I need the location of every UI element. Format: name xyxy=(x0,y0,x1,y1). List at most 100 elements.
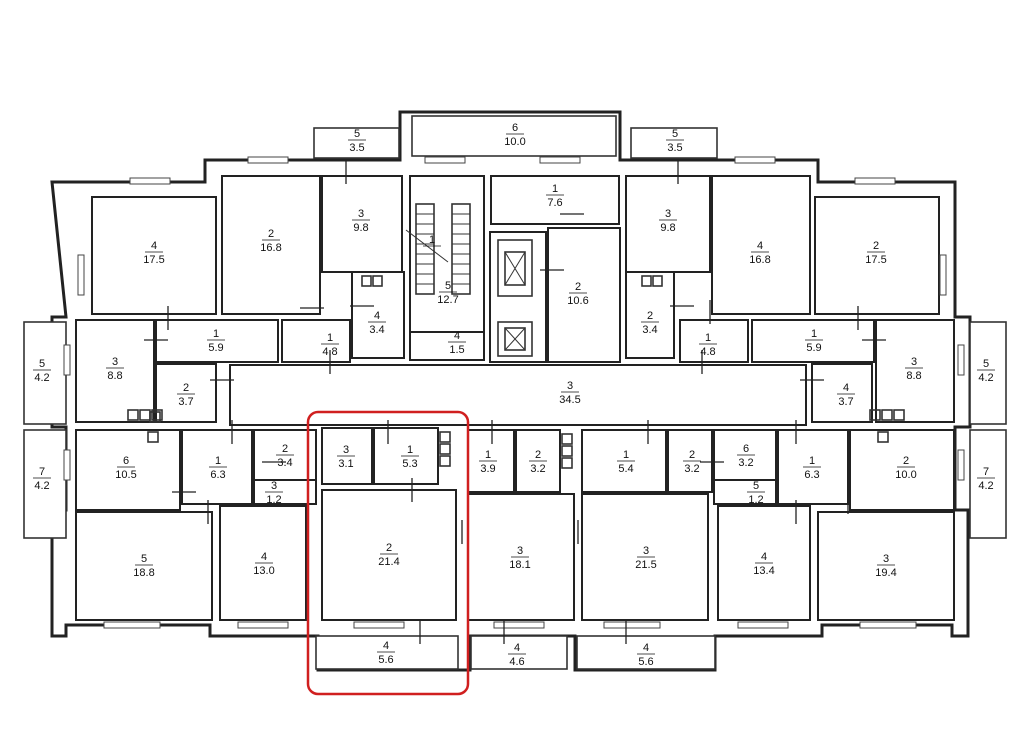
room-area: 18.8 xyxy=(133,567,154,579)
room-label-r13: 210.6 xyxy=(567,281,588,307)
room-label-r30: 16.3 xyxy=(209,455,227,481)
room-label-r41: 16.3 xyxy=(803,455,821,481)
room-label-r20: 15.9 xyxy=(805,328,823,354)
room-label-r36: 23.2 xyxy=(529,449,547,475)
room-number: 2 xyxy=(386,542,392,554)
room-area: 8.8 xyxy=(906,370,921,382)
room-area: 3.2 xyxy=(738,457,753,469)
room-number: 4 xyxy=(383,640,389,652)
room-area: 21.5 xyxy=(635,559,656,571)
room-area: 4.2 xyxy=(978,480,993,492)
room-area: 34.5 xyxy=(559,394,580,406)
room-label-r29: 610.5 xyxy=(115,455,136,481)
room-number: 1 xyxy=(623,449,629,461)
room-label-r42: 210.0 xyxy=(895,455,916,481)
room-number: 1 xyxy=(215,455,221,467)
room-number: 1 xyxy=(552,183,558,195)
room-label-r35: 13.9 xyxy=(479,449,497,475)
room-number: 1 xyxy=(429,234,435,246)
room-label-r09: 416.8 xyxy=(749,240,770,266)
room-label-r45: 413.0 xyxy=(253,551,274,577)
room-area: 4.6 xyxy=(509,656,524,668)
room-label-r27: 54.2 xyxy=(977,358,995,384)
room-number: 3 xyxy=(665,208,671,220)
room-area: 3.5 xyxy=(349,142,364,154)
room-area: 3.1 xyxy=(338,458,353,470)
room-number: 2 xyxy=(689,449,695,461)
selected-apartment-outline[interactable] xyxy=(306,410,470,696)
room-area: 9.8 xyxy=(660,222,675,234)
room-area: 13.0 xyxy=(253,565,274,577)
room-label-r14: 43.4 xyxy=(368,310,386,336)
room-area: 17.5 xyxy=(865,254,886,266)
room-number: 3 xyxy=(358,208,364,220)
stair-steps xyxy=(405,203,471,295)
room-number: 2 xyxy=(903,455,909,467)
room-area: 3.9 xyxy=(480,463,495,475)
room-area: 12.7 xyxy=(437,294,458,306)
room-number: 2 xyxy=(647,310,653,322)
room-label-r21: 54.2 xyxy=(33,358,51,384)
room-area: 13.4 xyxy=(753,565,774,577)
room-number: 7 xyxy=(983,466,989,478)
room-label-r01: 53.5 xyxy=(348,128,366,154)
room-label-r32: 31.2 xyxy=(265,480,283,506)
room-area: 5.4 xyxy=(618,463,633,475)
room-area: 5.3 xyxy=(402,458,417,470)
room-walls xyxy=(75,175,955,621)
room-label-r19: 14.8 xyxy=(699,332,717,358)
room-label-r46: 221.4 xyxy=(378,542,399,568)
room-area: 7.6 xyxy=(547,197,562,209)
room-label-r10: 217.5 xyxy=(865,240,886,266)
room-area: 5.6 xyxy=(638,656,653,668)
room-area: 3.2 xyxy=(684,463,699,475)
room-number: 2 xyxy=(535,449,541,461)
room-area: 4.2 xyxy=(34,480,49,492)
room-number: 6 xyxy=(743,443,749,455)
room-area: 1.5 xyxy=(449,344,464,356)
door-marks xyxy=(144,160,886,644)
room-label-r17: 14.8 xyxy=(321,332,339,358)
room-number: 3 xyxy=(343,444,349,456)
room-area: 10.5 xyxy=(115,469,136,481)
room-label-r44: 518.8 xyxy=(133,553,154,579)
room-number: 5 xyxy=(672,128,678,140)
room-area: 10.0 xyxy=(504,136,525,148)
room-number: 4 xyxy=(761,551,767,563)
room-label-r05: 216.8 xyxy=(260,228,281,254)
room-label-r51: 45.6 xyxy=(377,640,395,666)
room-area: 5.6 xyxy=(378,654,393,666)
room-area: 3.4 xyxy=(277,457,292,469)
room-area: 9.8 xyxy=(353,222,368,234)
room-label-r12: 512.7 xyxy=(437,280,458,306)
room-label-r08: 39.8 xyxy=(659,208,677,234)
room-labels: 53.5610.053.5417.5216.839.817.639.8416.8… xyxy=(33,122,995,668)
room-label-r50: 319.4 xyxy=(875,553,896,579)
room-label-r04: 417.5 xyxy=(143,240,164,266)
room-label-r02: 610.0 xyxy=(504,122,525,148)
room-number: 1 xyxy=(407,444,413,456)
room-label-r34: 15.3 xyxy=(401,444,419,470)
room-number: 1 xyxy=(213,328,219,340)
room-number: 1 xyxy=(811,328,817,340)
room-number: 4 xyxy=(374,310,380,322)
room-number: 5 xyxy=(141,553,147,565)
room-area: 10.6 xyxy=(567,295,588,307)
room-area: 8.8 xyxy=(107,370,122,382)
room-number: 3 xyxy=(643,545,649,557)
room-area: 10.0 xyxy=(895,469,916,481)
room-number: 5 xyxy=(983,358,989,370)
room-label-r28: 74.2 xyxy=(33,466,51,492)
room-number: 4 xyxy=(514,642,520,654)
room-area: 5.9 xyxy=(208,342,223,354)
balconies xyxy=(23,115,1007,670)
room-area: 5.9 xyxy=(806,342,821,354)
windows xyxy=(63,156,965,629)
room-number: 2 xyxy=(282,443,288,455)
room-number: 1 xyxy=(705,332,711,344)
room-label-r48: 321.5 xyxy=(635,545,656,571)
elevator-shafts xyxy=(497,239,533,357)
room-label-r03: 53.5 xyxy=(666,128,684,154)
room-number: 4 xyxy=(643,642,649,654)
room-label-r06: 39.8 xyxy=(352,208,370,234)
